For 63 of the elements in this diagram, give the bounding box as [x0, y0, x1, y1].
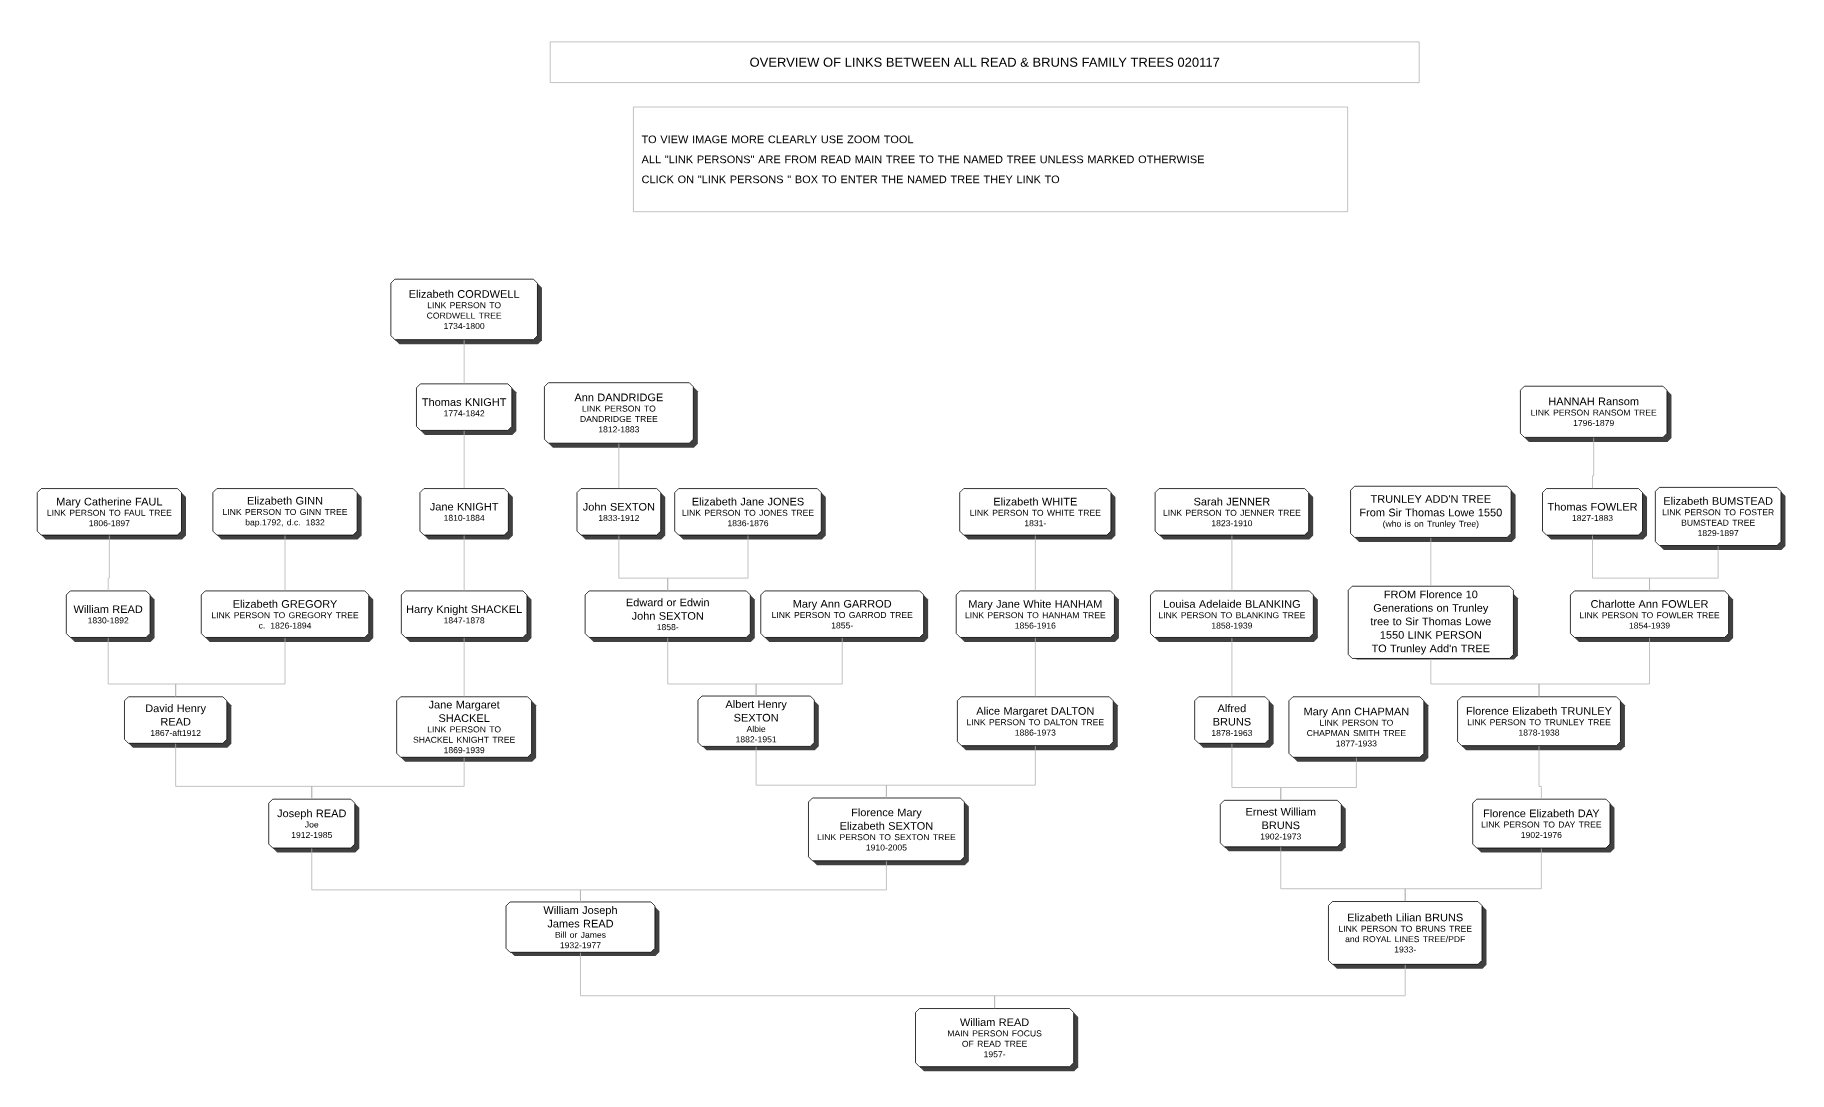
connector-line — [463, 430, 465, 489]
person-box: Jane KNIGHT 1810-1884 — [419, 488, 513, 540]
connector-line — [994, 964, 1406, 1009]
person-box: Florence Elizabeth DAY LINK PERSON TO DAY TREE 1902-1976 — [1472, 798, 1615, 853]
person-box: Thomas KNIGHT 1774-1842 — [416, 383, 517, 435]
connector-line — [1280, 757, 1357, 801]
person-box: David Henry READ 1867-aft1912 — [124, 696, 232, 748]
person-box: Elizabeth GREGORY LINK PERSON TO GREGORY TREE c. 1826-1894 — [200, 590, 374, 642]
person-box: Ann DANDRIDGE LINK PERSON TO DANDRIDGE TREE 1812-1883 — [544, 382, 698, 448]
person-box: Alice Margaret DALTON LINK PERSON TO DALTON TREE 1886-1973 — [957, 696, 1118, 751]
person-box: William Joseph James READ Bill or James 1932-1977 — [505, 901, 660, 957]
title-box: OVERVIEW OF LINKS BETWEEN ALL READ & BRUNS FAMILY TREES 020117 — [549, 41, 1420, 83]
connector-line — [1034, 535, 1036, 591]
person-box: Edward or Edwin John SEXTON 1858- — [584, 590, 755, 642]
connector-line — [1034, 637, 1036, 697]
person-box: Mary Ann CHAPMAN LINK PERSON TO CHAPMAN SMITH TREE 1877-1933 — [1288, 696, 1429, 762]
person-box: Sarah JENNER LINK PERSON TO JENNER TREE 1823-1910 — [1154, 488, 1314, 540]
connector-line — [1430, 537, 1432, 587]
person-box: Ernest William BRUNS 1902-1973 — [1219, 799, 1346, 852]
connector-line — [1649, 545, 1719, 591]
connector-line — [580, 860, 887, 902]
person-box: Elizabeth GINN LINK PERSON TO GINN TREE bap.1792, d.c. 1832 — [212, 488, 362, 540]
person-box: Joseph READ Joe 1912-1985 — [268, 798, 360, 853]
connector-line — [463, 339, 465, 384]
connector-line — [667, 535, 749, 591]
person-box: FROM Florence 10 Generations on Trunley tree to Sir Thomas Lowe 1550 LINK PERSON TO Trunley Add'n TREE — [1347, 585, 1518, 660]
connector-line — [618, 443, 620, 489]
person-box: Jane Margaret SHACKEL LINK PERSON TO SHACKEL KNIGHT TREE 1869-1939 — [396, 696, 537, 762]
person-box: Elizabeth WHITE LINK PERSON TO WHITE TREE 1831- — [959, 488, 1116, 540]
person-box: Florence Mary Elizabeth SEXTON LINK PERSON TO SEXTON TREE 1910-2005 — [808, 797, 969, 866]
person-box: Thomas FOWLER 1827-1883 — [1542, 488, 1648, 540]
person-box: Elizabeth CORDWELL LINK PERSON TO CORDWELL TREE 1734-1800 — [390, 278, 542, 345]
connector-line — [1538, 637, 1650, 697]
person-box: Elizabeth Lilian BRUNS LINK PERSON TO BRUNS TREE and ROYAL LINES TREE/PDF 1933- — [1328, 901, 1487, 969]
person-box: Louisa Adelaide BLANKING LINK PERSON TO BLANKING TREE 1858-1939 — [1150, 590, 1318, 642]
connector-line — [1592, 437, 1595, 489]
person-box: William READ 1830-1892 — [65, 590, 155, 642]
person-box: William READ MAIN PERSON FOCUS OF READ TREE 1957- — [915, 1008, 1079, 1072]
person-box: John SEXTON 1833-1912 — [576, 488, 666, 540]
connector-line — [311, 757, 465, 800]
connector-line — [1231, 535, 1233, 591]
connector-line — [755, 637, 843, 697]
connector-line — [1404, 848, 1542, 902]
person-box: Harry Knight SHACKEL 1847-1878 — [400, 590, 532, 642]
connector-line — [463, 637, 465, 697]
person-box: Albert Henry SEXTON Albie 1882-1951 — [697, 695, 819, 751]
person-box: Mary Jane White HANHAM LINK PERSON TO HANHAM TREE 1856-1916 — [955, 590, 1119, 642]
person-box: Alfred BRUNS 1878-1963 — [1194, 696, 1274, 748]
person-box: Elizabeth Jane JONES LINK PERSON TO JONES TREE 1836-1876 — [674, 488, 826, 540]
connector-line — [463, 535, 465, 591]
person-box: Florence Elizabeth TRUNLEY LINK PERSON TO TRUNLEY TREE 1878-1938 — [1457, 696, 1625, 751]
connector-line — [1231, 637, 1233, 697]
person-box: Charlotte Ann FOWLER LINK PERSON TO FOWLER TREE 1854-1939 — [1570, 590, 1734, 642]
connector-line — [175, 637, 286, 697]
person-box: HANNAH Ransom LINK PERSON RANSOM TREE 1796-1879 — [1520, 385, 1672, 442]
person-box: Elizabeth BUMSTEAD LINK PERSON TO FOSTER BUMSTEAD TREE 1829-1897 — [1654, 487, 1786, 551]
person-box: Mary Ann GARROD LINK PERSON TO GARROD TREE 1855- — [760, 590, 929, 642]
connector-line — [1538, 745, 1542, 800]
person-box: Mary Catherine FAUL LINK PERSON TO FAUL TREE 1806-1897 — [36, 488, 186, 540]
person-box: TRUNLEY ADD'N TREE From Sir Thomas Lowe 1550 (who is on Trunley Tree) — [1350, 485, 1516, 542]
connector-line — [107, 535, 110, 591]
connector-line — [886, 745, 1036, 798]
note-box: TO VIEW IMAGE MORE CLEARLY USE ZOOM TOOL ALL "LINK PERSONS" ARE FROM READ MAIN TREE TO THE NAMED TREE UNLESS MARKED OTHERWISE CLICK ON "LINK PERSONS " BOX TO ENTER THE NAMED TREE THEY LINK TO — [633, 106, 1348, 212]
